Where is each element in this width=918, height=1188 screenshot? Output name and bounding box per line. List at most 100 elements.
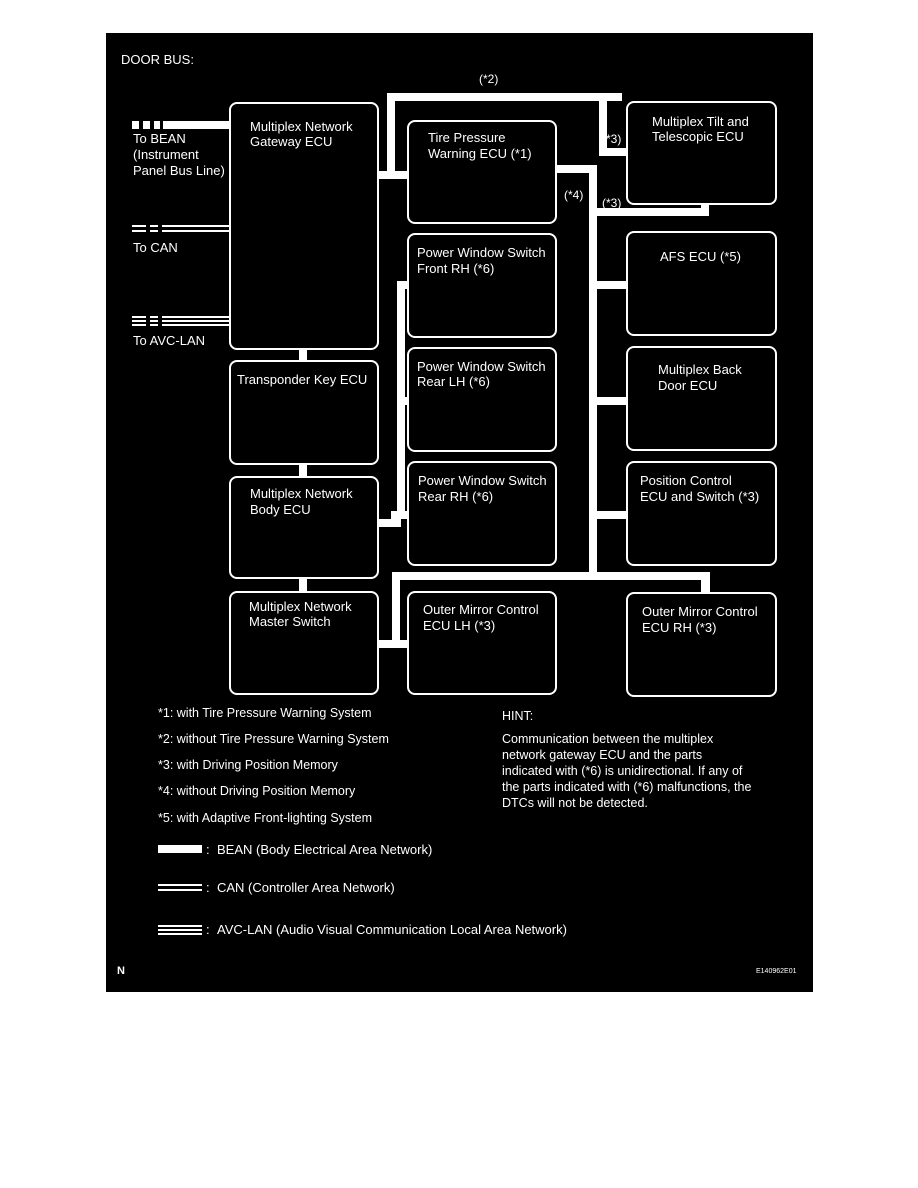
legend-bean-label: BEAN (Body Electrical Area Network) xyxy=(217,842,432,857)
tilt-telescopic-box xyxy=(626,101,777,205)
pw-rear-rh-label-1: Power Window Switch xyxy=(418,473,547,488)
legend-can-colon: : xyxy=(206,880,210,895)
bus-pw-rearrh-link xyxy=(397,511,408,519)
position-control-label-2: ECU and Switch (*3) xyxy=(640,489,759,504)
bean-label-2: (Instrument xyxy=(133,147,199,162)
tire-pressure-ecu-box xyxy=(407,120,557,224)
bus-bottom-horizontal xyxy=(392,572,710,580)
hint-line-3: indicated with (*6) is unidirectional. I… xyxy=(502,764,743,778)
bus-top-left-vertical xyxy=(387,93,395,175)
bus-top-right-link xyxy=(599,148,626,156)
transponder-ecu-label: Transponder Key ECU xyxy=(237,372,367,387)
afs-ecu-box xyxy=(626,231,777,336)
hint-line-5: DTCs will not be detected. xyxy=(502,796,648,810)
master-switch-label-2: Master Switch xyxy=(249,614,331,629)
diagram-title: DOOR BUS: xyxy=(121,52,194,67)
bus-trunk-tilt-bottom xyxy=(597,208,709,216)
legend: : BEAN (Body Electrical Area Network) : … xyxy=(158,842,567,937)
pw-front-rh-label-2: Front RH (*6) xyxy=(417,261,494,276)
bean-dash-2 xyxy=(143,121,150,129)
can-input-line xyxy=(132,225,230,232)
footnote-5: *5: with Adaptive Front-lighting System xyxy=(158,811,372,825)
transponder-ecu-box xyxy=(229,360,379,465)
bus-pw-rearlh-link xyxy=(397,397,408,405)
mirror-lh-label-1: Outer Mirror Control xyxy=(423,602,539,617)
hint-line-1: Communication between the multiplex xyxy=(502,732,714,746)
bus-mirror-r-stub xyxy=(701,572,710,592)
avc-label: To AVC-LAN xyxy=(133,333,205,348)
bus-lines xyxy=(299,93,710,648)
corner-label-n: N xyxy=(117,965,125,977)
pw-rear-lh-label-1: Power Window Switch xyxy=(417,359,546,374)
body-ecu-label-1: Multiplex Network xyxy=(250,486,353,501)
mirror-lh-box xyxy=(407,591,557,695)
position-control-box xyxy=(626,461,777,566)
back-door-ecu-box xyxy=(626,346,777,451)
bus-body-pw-vertical xyxy=(391,511,399,527)
bus-top-horizontal xyxy=(391,93,622,101)
bean-label-1: To BEAN xyxy=(133,131,186,146)
star3-label-b: (*3) xyxy=(602,196,621,210)
legend-bean-colon: : xyxy=(206,842,210,857)
tilt-telescopic-label-2: Telescopic ECU xyxy=(652,129,744,144)
star4-label: (*4) xyxy=(564,188,583,202)
gateway-ecu-label-1: Multiplex Network xyxy=(250,119,353,134)
tire-pressure-label-2: Warning ECU (*1) xyxy=(428,146,532,161)
gateway-ecu-box xyxy=(229,102,379,350)
pw-rear-lh-box xyxy=(407,347,557,452)
legend-can-label: CAN (Controller Area Network) xyxy=(217,880,395,895)
hint-line-2: network gateway ECU and the parts xyxy=(502,748,702,762)
bus-transponder-body xyxy=(299,464,307,477)
mirror-rh-label-2: ECU RH (*3) xyxy=(642,620,716,635)
body-ecu-box xyxy=(229,476,379,579)
avc-input-line xyxy=(132,316,230,326)
bean-input-line xyxy=(163,121,230,129)
bus-position-link xyxy=(597,511,627,519)
master-switch-label-1: Multiplex Network xyxy=(249,599,352,614)
mirror-lh-label-2: ECU LH (*3) xyxy=(423,618,495,633)
pw-rear-lh-label-2: Rear LH (*6) xyxy=(417,374,490,389)
legend-avc-label: AVC-LAN (Audio Visual Communication Loca… xyxy=(217,922,567,937)
pw-front-rh-box xyxy=(407,233,557,338)
star2-label: (*2) xyxy=(479,72,498,86)
mirror-rh-box xyxy=(626,592,777,697)
bus-backdoor-link xyxy=(597,397,627,405)
hint-title: HINT: xyxy=(502,709,533,723)
bean-label-3: Panel Bus Line) xyxy=(133,163,225,178)
bus-afs-link xyxy=(597,281,627,289)
pw-front-rh-label-1: Power Window Switch xyxy=(417,245,546,260)
legend-bean-swatch xyxy=(158,845,202,853)
bus-top-right-vertical xyxy=(599,93,607,156)
figure-code: E140962E01 xyxy=(756,968,797,975)
footnote-1: *1: with Tire Pressure Warning System xyxy=(158,706,372,720)
hint-line-4: the parts indicated with (*6) malfunctio… xyxy=(502,780,751,794)
bean-dash-3 xyxy=(154,121,160,129)
tire-pressure-label-1: Tire Pressure xyxy=(428,130,506,145)
input-lines xyxy=(132,121,230,326)
bus-tire-trunk xyxy=(556,165,597,173)
star3-label-a: (*3) xyxy=(602,132,621,146)
mirror-rh-label-1: Outer Mirror Control xyxy=(642,604,758,619)
legend-avc-swatch xyxy=(158,925,202,935)
afs-ecu-label: AFS ECU (*5) xyxy=(660,249,741,264)
tilt-telescopic-label-1: Multiplex Tilt and xyxy=(652,114,749,129)
back-door-label-1: Multiplex Back xyxy=(658,362,742,377)
bus-master-link xyxy=(378,640,408,648)
bus-gateway-tire xyxy=(378,171,409,179)
pw-rear-rh-label-2: Rear RH (*6) xyxy=(418,489,493,504)
bus-tilt-stub xyxy=(701,204,709,216)
legend-avc-colon: : xyxy=(206,922,210,937)
footnote-3: *3: with Driving Position Memory xyxy=(158,758,339,772)
bus-main-trunk xyxy=(589,165,597,578)
footnote-2: *2: without Tire Pressure Warning System xyxy=(158,732,389,746)
body-ecu-label-2: Body ECU xyxy=(250,502,311,517)
back-door-label-2: Door ECU xyxy=(658,378,717,393)
bus-body-pw-link xyxy=(378,519,401,527)
bus-gateway-transponder xyxy=(299,349,307,362)
position-control-label-1: Position Control xyxy=(640,473,732,488)
bus-body-master xyxy=(299,578,307,592)
bus-pw-front-link xyxy=(397,281,408,289)
ecu-boxes xyxy=(229,101,777,697)
bus-bottom-left-vertical xyxy=(392,572,400,648)
